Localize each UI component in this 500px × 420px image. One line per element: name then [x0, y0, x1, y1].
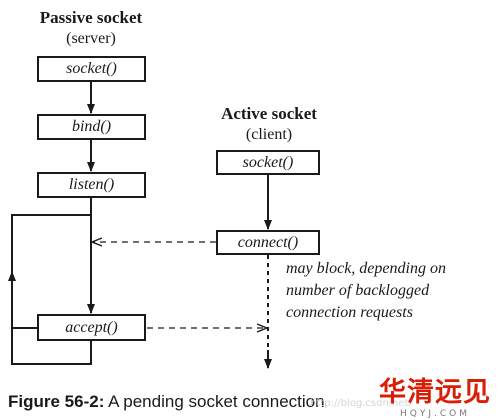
- loop-top-line: [11, 214, 91, 272]
- hqyj-logo: 华清远见 HQYJ.COM: [376, 370, 494, 419]
- logo-text: 华清远见: [379, 377, 491, 408]
- active-socket-subtitle: (client): [245, 126, 293, 143]
- note-line-3: connection requests: [286, 304, 413, 321]
- server-socket-box: socket(): [37, 56, 146, 82]
- active-socket-title: Active socket: [221, 104, 317, 123]
- caption-text: A pending socket connection: [104, 392, 325, 411]
- client-connect-box: connect(): [216, 230, 320, 255]
- server-bind-box: bind(): [37, 114, 146, 140]
- watermark-text: http://blog.csdn.net/: [310, 398, 412, 409]
- client-socket-box: socket(): [216, 150, 320, 175]
- figure-caption: Figure 56-2: A pending socket connection: [8, 392, 325, 412]
- server-accept-box: accept(): [37, 314, 146, 341]
- note-line-2: number of backlogged: [286, 282, 430, 299]
- passive-socket-subtitle: (server): [66, 30, 116, 47]
- logo-subtext: HQYJ.COM: [400, 409, 470, 419]
- caption-label: Figure 56-2:: [8, 392, 105, 411]
- note-line-1: may block, depending on: [286, 260, 446, 277]
- passive-socket-title: Passive socket: [39, 8, 143, 27]
- server-listen-box: listen(): [37, 172, 146, 198]
- blocking-note: may block, depending on number of backlo…: [286, 258, 446, 324]
